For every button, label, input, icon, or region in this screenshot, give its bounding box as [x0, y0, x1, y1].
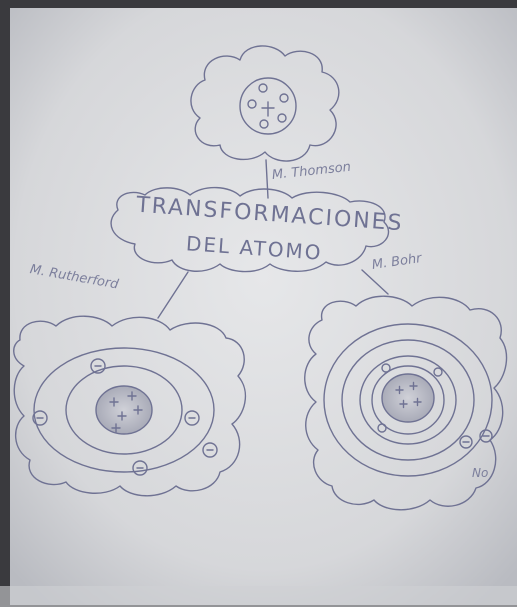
- left-shadow-edge: [0, 0, 10, 607]
- rutherford-nucleus: [96, 386, 152, 434]
- paper-sheet: [10, 8, 517, 605]
- bohr-nucleus: [382, 374, 434, 422]
- bottom-shadow: [0, 586, 517, 607]
- label-bohr-note: No: [472, 466, 488, 480]
